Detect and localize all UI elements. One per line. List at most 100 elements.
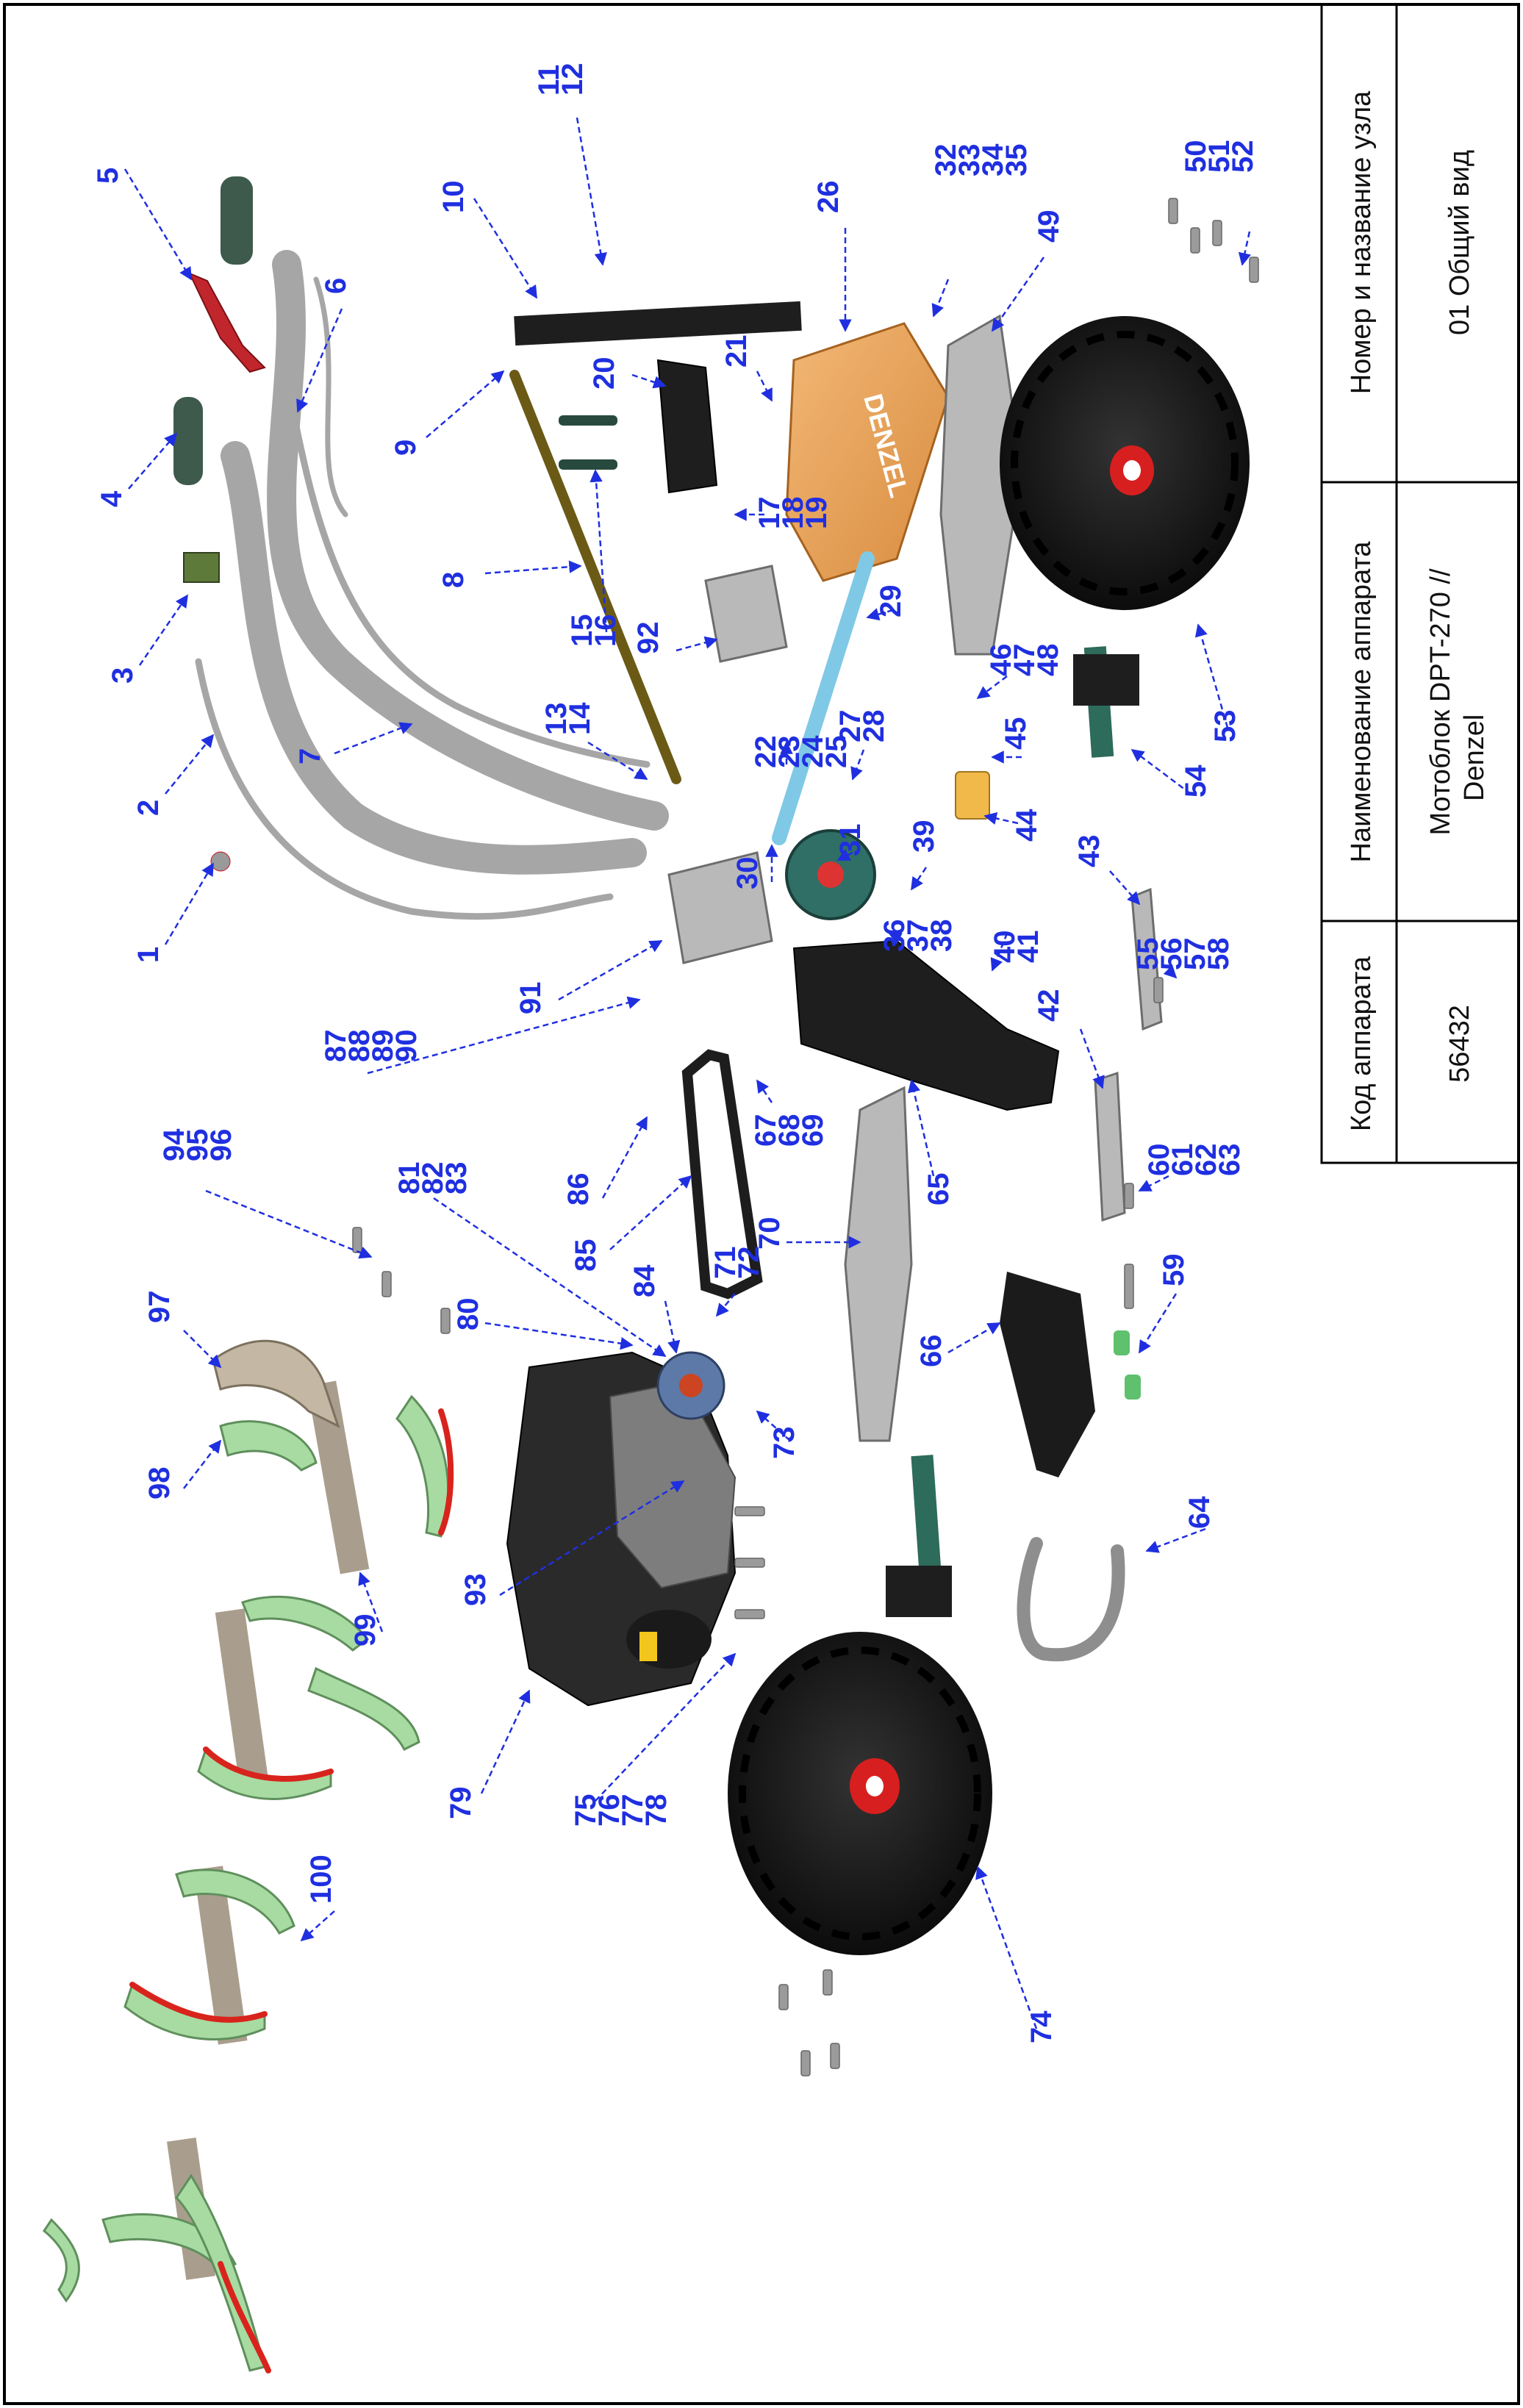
- leader-line: [595, 1652, 737, 1802]
- leader-line: [183, 1439, 222, 1489]
- leader-line: [866, 608, 894, 621]
- callout-number: 44: [1011, 809, 1043, 842]
- control-cable-2: [287, 393, 651, 768]
- callout-number: 53: [1209, 710, 1241, 743]
- callout-c100: 100: [300, 1855, 337, 1942]
- callout-c49: 49: [991, 210, 1065, 332]
- leader-line: [991, 257, 1045, 332]
- leader-line: [367, 996, 641, 1075]
- callout-number: 88: [343, 1030, 376, 1063]
- handlebar-right: [267, 250, 669, 831]
- machine-name-header: Наименование аппарата: [1346, 541, 1377, 863]
- callout-number: 68: [773, 1114, 806, 1147]
- callout-number: 71: [709, 1247, 742, 1280]
- callout-c86: 86: [562, 1116, 648, 1205]
- callout-number: 54: [1180, 764, 1212, 798]
- callout-c45: 45: [991, 717, 1032, 764]
- callout-number: 11: [533, 65, 565, 96]
- callout-number: 58: [1203, 938, 1235, 971]
- callout-number: 8: [437, 572, 470, 588]
- callout-c54: 54: [1130, 748, 1212, 798]
- callout-number: 26: [812, 181, 845, 214]
- callout-number: 40: [989, 931, 1021, 964]
- top-bar: [514, 301, 802, 346]
- callout-number: 20: [588, 357, 620, 390]
- callout-number: 69: [797, 1114, 829, 1147]
- control-cable-3: [313, 276, 348, 517]
- leader-line: [484, 1322, 634, 1350]
- callout-number: 1: [132, 947, 165, 963]
- tension-rod: [772, 551, 875, 845]
- leader-line: [334, 722, 413, 755]
- callout-c70: 70: [753, 1217, 861, 1250]
- leader-line: [587, 741, 648, 781]
- leader-line: [1109, 870, 1141, 906]
- callout-number: 14: [564, 702, 596, 735]
- callout-number: 37: [902, 920, 934, 953]
- code-value: 56432: [1444, 1005, 1475, 1083]
- callout-number: 21: [720, 335, 753, 368]
- callout-c74: 74: [975, 1866, 1058, 2043]
- callout-number: 19: [800, 497, 833, 530]
- callout-number: 25: [820, 736, 853, 769]
- callout-c8: 8: [437, 560, 582, 588]
- callout-number: 33: [953, 144, 986, 177]
- callout-number: 82: [417, 1162, 449, 1195]
- callout-c1: 1: [132, 862, 215, 963]
- leader-line: [1138, 1293, 1178, 1354]
- leader-line: [850, 749, 865, 781]
- leader-line: [976, 676, 1008, 700]
- callout-number: 90: [390, 1030, 423, 1063]
- callout-c97: 97: [143, 1291, 222, 1369]
- throttle-lever: [183, 552, 220, 583]
- callout-number: 47: [1008, 644, 1041, 677]
- callout-number: 5: [92, 168, 124, 184]
- leader-line: [484, 560, 582, 575]
- callout-c21: 21: [720, 335, 773, 402]
- callout-number: 3: [107, 667, 139, 684]
- machine-name-line1: Мотоблок DPT-270 //: [1425, 568, 1456, 836]
- callout-number: 79: [445, 1787, 477, 1820]
- leader-line: [910, 867, 928, 891]
- callout-number: 65: [922, 1173, 955, 1206]
- leader-line: [590, 469, 608, 633]
- leader-line: [1130, 748, 1191, 795]
- callout-c91: 91: [515, 939, 663, 1014]
- callout-c4: 4: [96, 432, 178, 507]
- callout-number: 89: [367, 1030, 399, 1063]
- callout-number: 56: [1155, 938, 1188, 971]
- callout-number: 7: [294, 748, 326, 764]
- leader-line: [138, 594, 189, 666]
- callout-number: 59: [1158, 1254, 1190, 1287]
- callout-number: 43: [1073, 835, 1105, 868]
- leader-line: [756, 1410, 791, 1441]
- green-bush-1: [1114, 1330, 1130, 1355]
- leader-line: [1138, 1175, 1169, 1192]
- callout-number: 30: [731, 857, 764, 890]
- shift-rod: [509, 370, 681, 784]
- callout-c10: 10: [437, 181, 538, 299]
- callout-number: 42: [1033, 989, 1065, 1022]
- callout-number: 6: [320, 278, 352, 294]
- callout-number: 46: [985, 644, 1017, 677]
- gearbox-housing: [792, 939, 1060, 1111]
- callout-number: 39: [908, 820, 940, 853]
- callout-number: 96: [205, 1129, 237, 1162]
- tiller-assembly: [43, 1339, 454, 2373]
- callout-number: 55: [1132, 938, 1164, 971]
- callout-c5: 5: [92, 168, 193, 281]
- callout-c92: 92: [632, 622, 718, 654]
- callout-c85: 85: [570, 1175, 692, 1272]
- leader-line: [300, 1910, 335, 1942]
- callout-number: 80: [452, 1298, 484, 1331]
- leader-line: [631, 373, 667, 389]
- leader-line: [601, 1116, 648, 1199]
- callout-number: 49: [1033, 210, 1065, 243]
- fender-right: [939, 314, 1023, 656]
